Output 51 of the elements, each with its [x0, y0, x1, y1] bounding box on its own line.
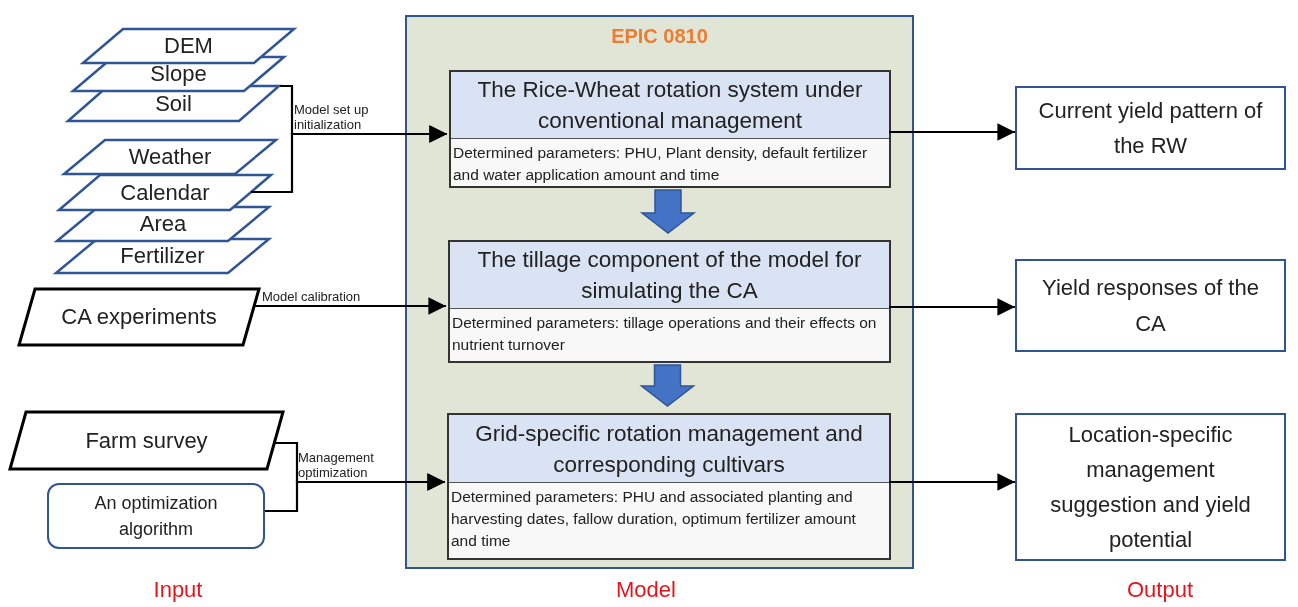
data-layer-shape	[55, 238, 270, 274]
arrow	[265, 473, 445, 513]
model-panel	[405, 15, 914, 569]
process-box	[447, 413, 891, 560]
box-heading: The tillage component of the model for simulating the CA	[450, 242, 889, 309]
arrow	[251, 125, 447, 194]
column-caption: Model	[615, 577, 677, 603]
edge-label: Model set up initialization	[294, 102, 370, 132]
edge-label: Model calibration	[262, 289, 362, 304]
panel-title: EPIC 0810	[610, 25, 709, 48]
box-heading: Grid-specific rotation management and corresponding cultivars	[449, 415, 889, 483]
rounded-box	[47, 483, 265, 549]
output-box	[1015, 259, 1286, 352]
layer-label: Slope	[150, 63, 207, 85]
data-layer-shape	[63, 139, 277, 175]
box-description: Determined parameters: PHU, Plant density, default fertilizer and water application amount and time	[452, 143, 869, 185]
output-label: Current yield pattern of the RW	[1037, 96, 1264, 160]
data-layer-shape	[72, 56, 285, 92]
layer-label: DEM	[164, 35, 213, 57]
data-layer-shape	[56, 206, 270, 242]
process-box	[448, 240, 891, 363]
layer-label: Fertilizer	[120, 245, 205, 267]
output-label: Location-specific management suggestion and yield potential	[1049, 420, 1252, 555]
input-parallelogram	[9, 411, 284, 470]
input-parallelogram	[18, 288, 260, 346]
box-heading: The Rice-Wheat rotation system under conventional management	[451, 72, 889, 139]
layer-label: Weather	[128, 146, 212, 168]
process-box	[449, 70, 891, 188]
block-arrow	[639, 189, 697, 234]
output-box	[1015, 86, 1286, 170]
layer-label: Area	[139, 213, 187, 235]
layer-label: Soil	[155, 92, 192, 115]
input-label: CA experiments	[61, 306, 217, 328]
data-layer-shape	[82, 28, 295, 64]
layer-label: Calendar	[120, 181, 210, 204]
output-box	[1015, 413, 1286, 561]
input-label: Farm survey	[85, 429, 208, 452]
arrow	[255, 297, 446, 315]
data-layer-shape	[67, 85, 280, 122]
arrow	[889, 473, 1015, 491]
box-description: Determined parameters: PHU and associated planting and harvesting dates, fallow duration, optimum fertilizer amount and time	[450, 487, 857, 551]
column-caption: Input	[152, 577, 204, 603]
box-label: An optimization algorithm	[93, 491, 219, 541]
output-label: Yield responses of the CA	[1041, 274, 1260, 338]
arrow	[889, 298, 1015, 316]
edge-label: Management optimization	[298, 450, 375, 480]
box-description: Determined parameters: tillage operations and their effects on nutrient turnover	[451, 313, 878, 355]
data-layer-shape	[58, 174, 272, 211]
block-arrow	[639, 364, 696, 407]
column-caption: Output	[1125, 577, 1194, 603]
arrow	[889, 123, 1015, 141]
